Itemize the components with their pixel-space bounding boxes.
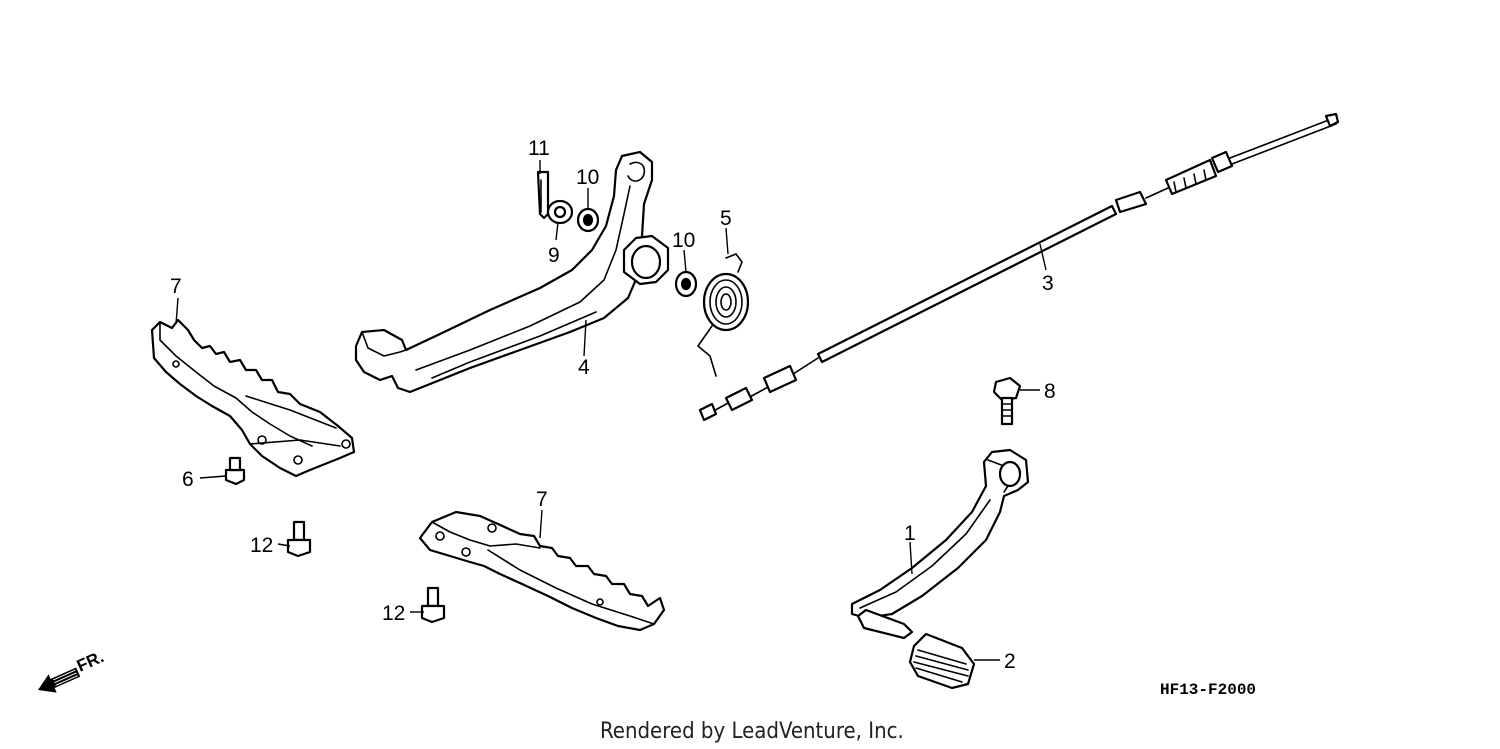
- shift-rubber[interactable]: [908, 632, 976, 690]
- washer-9[interactable]: [546, 199, 574, 225]
- brake-pedal[interactable]: [354, 150, 670, 394]
- front-direction-label: FR.: [74, 647, 107, 675]
- callout-10-lower: 10: [672, 229, 695, 252]
- callout-11: 11: [528, 137, 550, 160]
- callout-7-right: 7: [536, 488, 548, 511]
- bolt-6[interactable]: [224, 456, 246, 486]
- callout-8: 8: [1044, 380, 1056, 403]
- callout-7-left: 7: [170, 275, 182, 298]
- callout-3: 3: [1042, 272, 1054, 295]
- callout-9: 9: [548, 244, 560, 267]
- render-credit: Rendered by LeadVenture, Inc.: [600, 719, 904, 744]
- washer-10-upper[interactable]: [576, 207, 600, 233]
- bolt-12-lower[interactable]: [420, 586, 446, 624]
- callout-4: 4: [578, 356, 590, 379]
- brake-cable[interactable]: [698, 112, 1340, 422]
- callout-5: 5: [720, 207, 732, 230]
- cotter-pin[interactable]: [536, 170, 550, 220]
- callout-12-upper: 12: [250, 534, 273, 557]
- washer-10-lower[interactable]: [674, 270, 698, 298]
- callout-1: 1: [904, 522, 916, 545]
- callout-12-lower: 12: [382, 602, 405, 625]
- front-direction-arrow-icon: [38, 667, 81, 693]
- callout-10-upper: 10: [576, 166, 599, 189]
- callout-6: 6: [182, 468, 194, 491]
- bolt-12-upper[interactable]: [286, 520, 312, 558]
- leader-lines: [175, 160, 1047, 661]
- callout-2: 2: [1004, 650, 1016, 673]
- return-spring[interactable]: [697, 253, 750, 377]
- diagram-code: HF13-F2000: [1160, 681, 1256, 699]
- bolt-8[interactable]: [992, 376, 1022, 426]
- shift-lever[interactable]: [850, 448, 1030, 640]
- footpeg-left[interactable]: [150, 318, 356, 478]
- footpeg-right[interactable]: [418, 510, 666, 632]
